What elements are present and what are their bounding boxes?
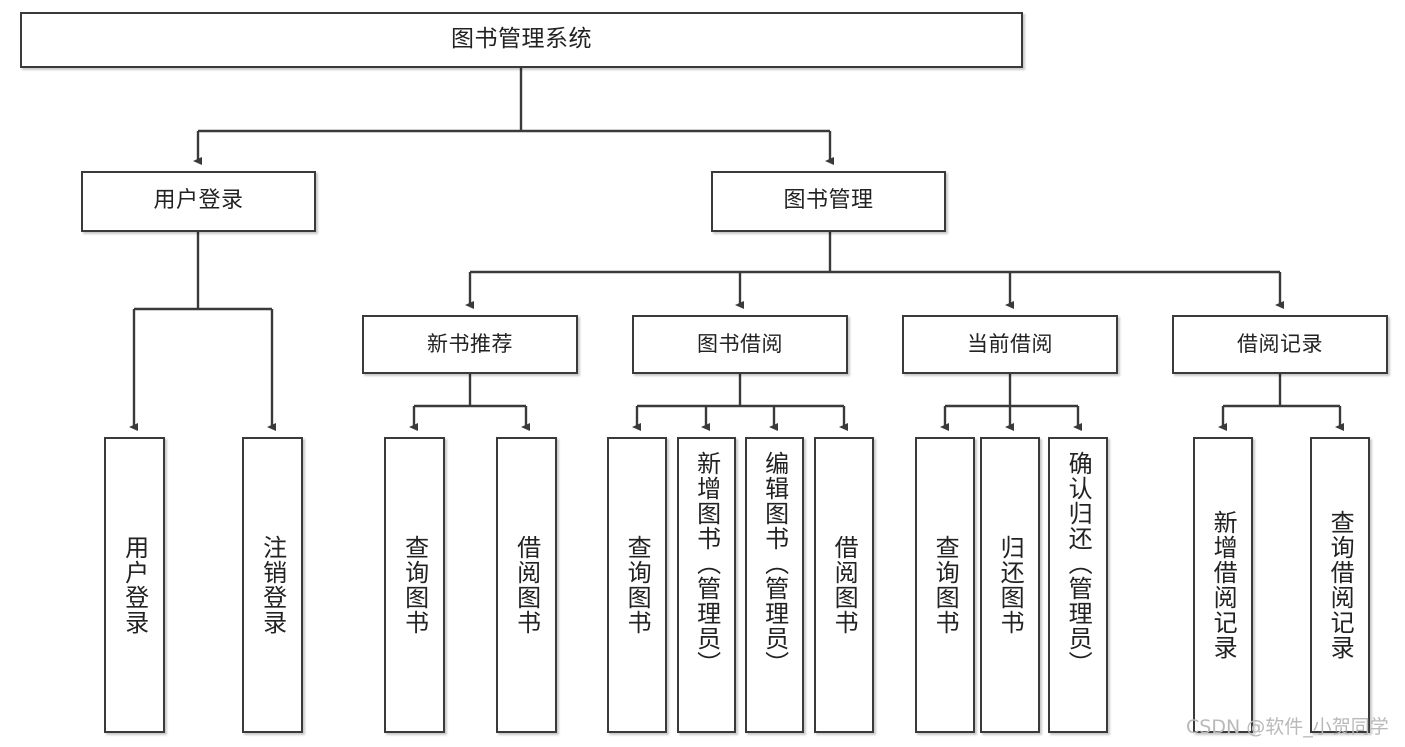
node-label: 用户登录 (120, 535, 149, 635)
node-label: 借阅图书 (830, 535, 859, 635)
node-label: 查询图书 (931, 535, 960, 635)
leaf-add-book-admin[interactable]: 新增图书（管理员） (677, 437, 736, 733)
leaf-query-book-current[interactable]: 查询图书 (915, 437, 975, 733)
node-label: 图书管理 (783, 188, 874, 214)
csdn-watermark: CSDN @软件_小贺同学 (1186, 716, 1389, 738)
leaf-query-book-borrow[interactable]: 查询图书 (607, 437, 667, 733)
node-label: 新书推荐 (427, 331, 513, 356)
node-book-management[interactable]: 图书管理 (711, 171, 946, 232)
node-root-system[interactable]: 图书管理系统 (20, 12, 1023, 68)
node-label: 当前借阅 (967, 331, 1053, 356)
leaf-confirm-return-admin[interactable]: 确认归还（管理员） (1048, 437, 1108, 733)
node-label: 借阅图书 (512, 535, 541, 635)
node-label: 借阅记录 (1237, 331, 1323, 356)
node-label: 新增图书（管理员） (692, 451, 721, 676)
leaf-query-book-recommend[interactable]: 查询图书 (384, 437, 445, 733)
node-label: 归还图书 (996, 535, 1025, 635)
node-label: 查询图书 (623, 535, 652, 635)
leaf-user-login[interactable]: 用户登录 (104, 437, 165, 733)
leaf-query-borrow-record[interactable]: 查询借阅记录 (1310, 437, 1370, 733)
node-new-book-recommend[interactable]: 新书推荐 (362, 315, 578, 374)
node-label: 图书借阅 (697, 331, 783, 356)
node-borrow-record[interactable]: 借阅记录 (1172, 315, 1388, 374)
node-label: 用户登录 (153, 188, 244, 214)
leaf-add-borrow-record[interactable]: 新增借阅记录 (1193, 437, 1253, 733)
node-user-login[interactable]: 用户登录 (81, 171, 316, 232)
node-book-borrow[interactable]: 图书借阅 (632, 315, 848, 374)
leaf-logout[interactable]: 注销登录 (242, 437, 303, 733)
leaf-edit-book-admin[interactable]: 编辑图书（管理员） (745, 437, 804, 733)
node-label: 查询图书 (400, 535, 429, 635)
leaf-return-book[interactable]: 归还图书 (980, 437, 1040, 733)
node-label: 注销登录 (258, 535, 287, 635)
node-label: 查询借阅记录 (1326, 510, 1355, 660)
node-label: 编辑图书（管理员） (760, 451, 789, 676)
node-label: 新增借阅记录 (1209, 510, 1238, 660)
leaf-borrow-book-recommend[interactable]: 借阅图书 (496, 437, 557, 733)
leaf-borrow-book[interactable]: 借阅图书 (814, 437, 874, 733)
node-current-borrow[interactable]: 当前借阅 (902, 315, 1118, 374)
node-label: 确认归还（管理员） (1064, 451, 1093, 676)
node-label: 图书管理系统 (451, 26, 592, 53)
